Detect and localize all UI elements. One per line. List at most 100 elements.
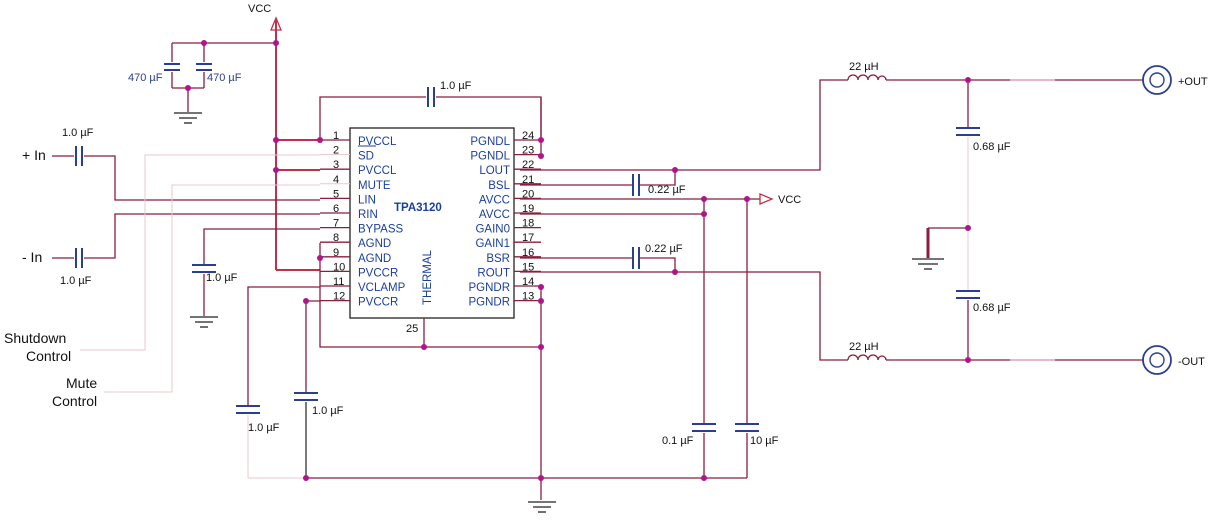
left-pin-name: PVCCL — [358, 136, 397, 148]
left-pin-name: AGND — [358, 253, 391, 265]
junction-dot — [201, 40, 207, 46]
right-pin-number: 16 — [522, 247, 534, 259]
cap-bsl — [632, 174, 640, 196]
cap-avcc-big-label: 10 µF — [750, 435, 779, 447]
ground-symbol-main — [528, 501, 556, 513]
right-pin-number: 17 — [522, 232, 534, 244]
junction-dot — [701, 196, 707, 202]
right-pin-number: 23 — [522, 145, 534, 157]
ground-symbol-bypass — [190, 316, 218, 328]
junction-dot — [965, 225, 971, 231]
cap-vclamp-label: 1.0 µF — [312, 405, 344, 417]
output-neg-jack — [1142, 345, 1172, 375]
inductor-top — [847, 74, 887, 81]
bulk-cap-left-label: 470 µF — [128, 72, 163, 84]
cap-bsr-label: 0.22 µF — [645, 243, 683, 255]
left-pin-number: 6 — [333, 203, 339, 215]
ground-symbol-top — [174, 112, 202, 124]
junction-dot — [538, 344, 544, 350]
cap-bsr — [632, 247, 640, 269]
vcc-top-label: VCC — [248, 3, 271, 15]
left-pin-name: AGND — [358, 238, 391, 250]
cap-avcc-big — [735, 423, 759, 432]
inductor-bottom-label: 22 µH — [849, 341, 879, 353]
vcc-top-symbol: VCC — [248, 3, 282, 34]
thermal-pin-num: 25 — [406, 323, 418, 335]
junction-dot — [538, 298, 544, 304]
junction-dot — [303, 298, 309, 304]
junction-dot — [303, 475, 309, 481]
mute-label-1: Mute — [66, 375, 97, 391]
right-pin-name: PGNDR — [468, 282, 510, 294]
output-pos-label: +OUT — [1178, 76, 1208, 88]
junction-dot — [538, 137, 544, 143]
left-pin-number: 9 — [333, 247, 339, 259]
cap-pvcc-top-label: 1.0 µF — [440, 80, 472, 92]
right-pin-number: 14 — [522, 276, 534, 288]
junction-dot — [317, 255, 323, 261]
right-pin-group: 24PGNDL23PGNDL22LOUT21BSL20AVCC19AVCC18G… — [468, 130, 541, 309]
left-pin-number: 2 — [333, 145, 339, 157]
cap-pvccr — [236, 405, 260, 414]
junction-dot — [421, 344, 427, 350]
junction-dot — [538, 284, 544, 290]
left-pin-number: 11 — [333, 276, 344, 288]
junction-dot — [744, 196, 750, 202]
right-pin-number: 20 — [522, 188, 534, 200]
junction-dot — [317, 137, 323, 143]
cap-bypass-label: 1.0 µF — [206, 272, 238, 284]
cap-out-bottom-label: 0.68 µF — [973, 302, 1011, 314]
right-pin-number: 21 — [522, 174, 534, 186]
right-pin-name: ROUT — [477, 267, 510, 279]
left-pin-number: 1 — [333, 130, 339, 142]
right-pin-name: PGNDL — [470, 151, 510, 163]
shutdown-label-2: Control — [26, 348, 71, 364]
left-pin-name: PVCCR — [358, 267, 398, 279]
cap-in-pos-label: 1.0 µF — [62, 127, 94, 139]
left-pin-name: LIN — [358, 194, 376, 206]
left-pin-number: 8 — [333, 232, 339, 244]
right-pin-number: 24 — [522, 130, 534, 142]
cap-in-neg — [75, 248, 83, 268]
junction-dot — [701, 475, 707, 481]
left-pin-name: BYPASS — [358, 224, 403, 236]
junction-dot — [672, 269, 678, 275]
left-pin-number: 4 — [333, 174, 339, 186]
cap-out-top-label: 0.68 µF — [973, 141, 1011, 153]
left-pin-number: 10 — [333, 261, 345, 273]
left-pin-name: VCLAMP — [358, 282, 406, 294]
junction-dot — [965, 357, 971, 363]
junction-dot — [185, 85, 191, 91]
junction-dots — [185, 40, 971, 481]
right-pin-number: 18 — [522, 218, 534, 230]
junction-dot — [538, 475, 544, 481]
mute-label-2: Control — [52, 393, 97, 409]
bulk-cap-left — [164, 63, 180, 71]
bulk-cap-right — [196, 63, 212, 71]
vcc-right-symbol: VCC — [759, 193, 801, 206]
right-pin-name: PGNDR — [468, 297, 510, 309]
thermal-label: THERMAL — [422, 249, 434, 305]
junction-dot — [538, 153, 544, 159]
right-pin-name: AVCC — [479, 194, 510, 206]
left-pin-number: 7 — [333, 218, 339, 230]
ground-symbol-output — [912, 258, 944, 270]
output-pos-jack — [1142, 65, 1172, 95]
input-neg-label: - In — [22, 249, 42, 265]
inductor-bottom — [847, 354, 887, 361]
left-pin-name: RIN — [358, 209, 378, 221]
cap-in-neg-label: 1.0 µF — [60, 275, 92, 287]
right-pin-name: GAIN0 — [475, 224, 510, 236]
chip-name: TPA3120 — [394, 202, 442, 214]
left-pin-number: 5 — [333, 188, 339, 200]
right-pin-name: BSR — [486, 253, 510, 265]
input-pos-label: + In — [22, 147, 46, 163]
junction-dot — [273, 167, 279, 173]
right-pin-name: PGNDL — [470, 136, 510, 148]
left-pin-number: 12 — [333, 291, 345, 303]
shutdown-label-1: Shutdown — [4, 330, 66, 346]
cap-out-bottom — [956, 290, 980, 299]
right-pin-number: 13 — [522, 291, 534, 303]
junction-dot — [273, 40, 279, 46]
